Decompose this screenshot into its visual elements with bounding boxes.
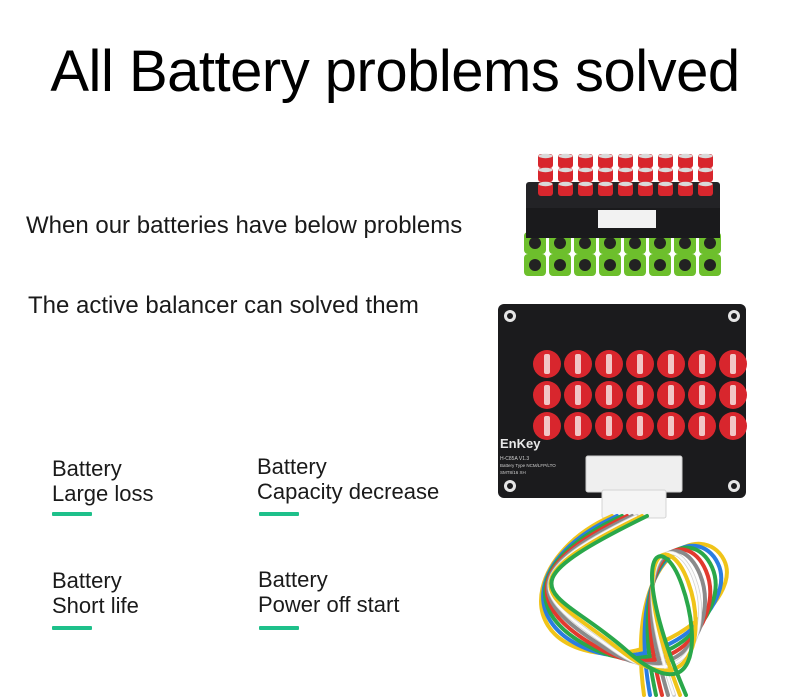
problems-intro-text: When our batteries have below problems <box>26 212 463 239</box>
problem-accent-bar <box>259 626 299 630</box>
problem-item-label: Battery <box>52 456 122 481</box>
board-type-text: Battery Type NCM/LFP/LTO <box>500 463 556 468</box>
problem-accent-bar <box>259 512 299 516</box>
board-connector-text: SMT8/16 XH <box>500 470 526 475</box>
board-brand-logo: EnKey <box>500 436 541 451</box>
problem-item-detail: Power off start <box>258 592 400 617</box>
balancer-board-image: EnKey H-C85A V1.3 Battery Type NCM/LFP/L… <box>498 304 747 697</box>
problem-item-capacity-decrease: Battery Capacity decrease <box>257 454 439 504</box>
problem-accent-bar <box>52 512 92 516</box>
problem-item-detail: Large loss <box>52 481 154 506</box>
problem-item-label: Battery <box>257 454 327 479</box>
problem-accent-bar <box>52 626 92 630</box>
problem-item-large-loss: Battery Large loss <box>52 456 154 506</box>
problem-item-short-life: Battery Short life <box>52 568 139 618</box>
balancer-on-cells-image <box>524 153 721 276</box>
page-title: All Battery problems solved <box>50 39 740 104</box>
problem-item-detail: Capacity decrease <box>257 479 440 504</box>
problem-item-label: Battery <box>52 568 122 593</box>
board-model-text: H-C85A V1.3 <box>500 456 529 462</box>
solution-intro-text: The active balancer can solved them <box>28 292 419 319</box>
problem-item-detail: Short life <box>52 593 139 618</box>
problem-item-power-off-start: Battery Power off start <box>258 567 399 617</box>
problem-item-label: Battery <box>258 567 328 592</box>
